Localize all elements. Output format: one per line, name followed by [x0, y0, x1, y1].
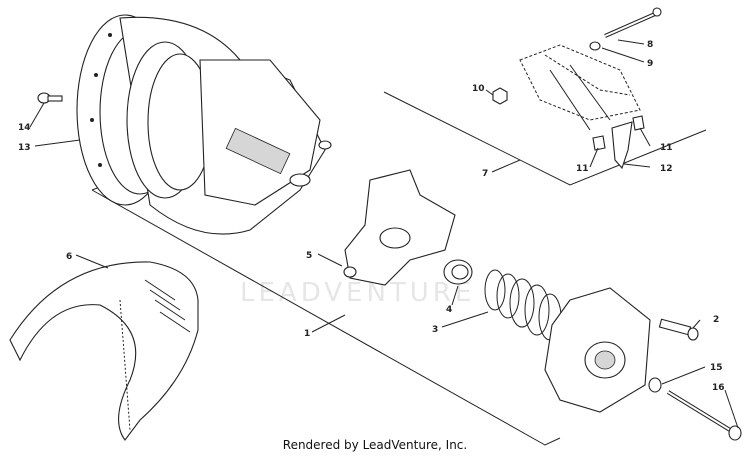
clutch-sheave-part: [76, 14, 332, 235]
callout-3: 3: [432, 325, 438, 335]
callout-13: 13: [18, 143, 31, 153]
drive-belt-part: [9, 261, 199, 441]
watermark: LEADVENTURE: [240, 278, 476, 308]
callout-11-b: 11: [660, 143, 673, 153]
washer-part-15: [648, 377, 662, 393]
weight-part-12: [611, 121, 633, 170]
callout-2: 2: [713, 315, 719, 325]
weight-part-11-a: [592, 135, 606, 151]
callout-6: 6: [66, 252, 72, 262]
weight-part-11-b: [632, 115, 645, 131]
callout-15: 15: [710, 363, 723, 373]
callout-1: 1: [304, 329, 310, 339]
callout-8: 8: [647, 40, 653, 50]
weight-arm-subassembly: [519, 44, 641, 131]
callout-16: 16: [712, 383, 725, 393]
callout-4: 4: [446, 305, 452, 315]
pin-part-8: [604, 7, 662, 38]
washer-part-9: [589, 41, 601, 51]
callout-5: 5: [306, 251, 312, 261]
callout-12: 12: [660, 164, 673, 174]
callout-9: 9: [647, 59, 653, 69]
bolt-part-16: [666, 390, 742, 441]
callout-14: 14: [18, 123, 31, 133]
leader-lines: [29, 39, 739, 429]
callout-11-a: 11: [576, 164, 589, 174]
assembly-1-boundary: [91, 189, 561, 446]
callout-7: 7: [482, 169, 488, 179]
screw-part-14: [37, 92, 63, 104]
clutch-cover-part: [544, 287, 651, 413]
spider-hub-part: [343, 169, 456, 286]
spring-part: [484, 269, 562, 341]
callout-10: 10: [472, 84, 485, 94]
bolt-part-2: [658, 318, 699, 341]
assembly-7-boundary: [383, 91, 707, 186]
nut-part-10: [492, 87, 508, 105]
bushing-part: [443, 259, 473, 285]
footer-credit: Rendered by LeadVenture, Inc.: [282, 438, 468, 452]
